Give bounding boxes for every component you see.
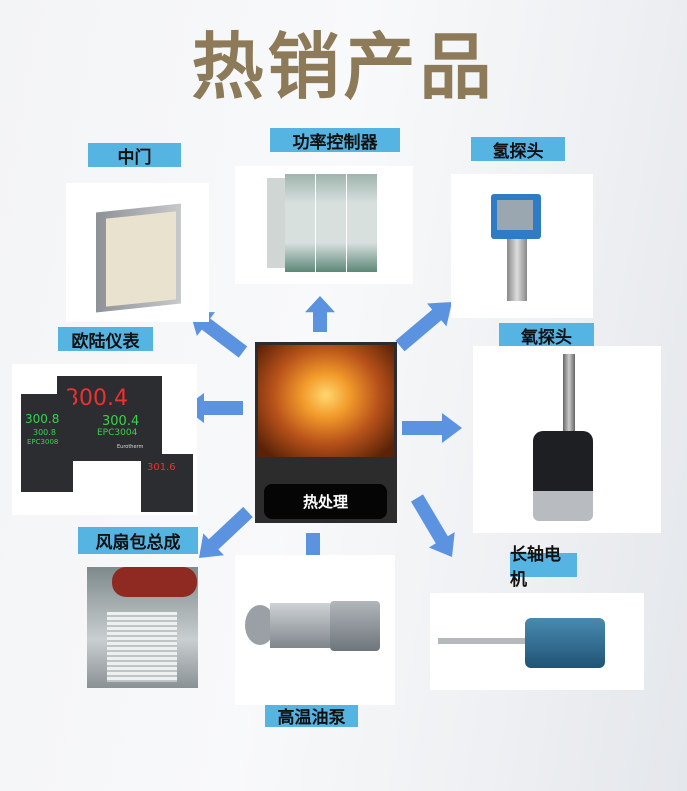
oxygen-probe-image [473, 346, 661, 533]
arrow-to-eurotherm-icon [184, 393, 243, 423]
label-long-shaft-motor: 长轴电机 [510, 545, 577, 590]
eurotherm-left-sub: 300.8 [33, 428, 56, 437]
eurotherm-brand: Eurotherm [117, 444, 144, 450]
eurotherm-main-model: EPC3004 [97, 428, 138, 438]
arrow-to-oxygen-probe-icon [402, 413, 462, 443]
heat-treatment-panel: 热处理 [255, 342, 397, 523]
eurotherm-image: 300.4 300.4 EPC3004 Eurotherm 300.8 300.… [12, 364, 197, 515]
label-eurotherm: 欧陆仪表 [58, 327, 153, 352]
label-door: 中门 [88, 143, 181, 168]
heat-treatment-button[interactable]: 热处理 [264, 484, 387, 519]
power-controller-image [235, 166, 413, 284]
eurotherm-small-display: 301.6 [147, 462, 176, 473]
fan-assembly-image [87, 567, 198, 688]
page-title: 热销产品 [191, 25, 496, 109]
arrow-to-long-shaft-motor-icon [410, 494, 455, 557]
arrow-to-power-controller-icon [305, 296, 335, 332]
arrow-to-door-icon [190, 311, 248, 358]
label-hydrogen-probe: 氢探头 [471, 137, 565, 162]
arrow-to-fan-assembly-icon [198, 506, 253, 558]
oil-pump-image [235, 555, 395, 705]
heat-treatment-photo [258, 345, 394, 457]
label-fan-assembly: 风扇包总成 [78, 527, 198, 554]
label-oxygen-probe: 氧探头 [499, 323, 594, 348]
eurotherm-main-sub: 300.4 [102, 414, 140, 429]
label-power-controller: 功率控制器 [270, 128, 400, 153]
label-oil-pump: 高温油泵 [265, 703, 358, 728]
long-shaft-motor-image [430, 593, 644, 690]
eurotherm-left-display: 300.8 [25, 412, 60, 426]
arrow-to-hydrogen-probe-icon [395, 301, 453, 352]
door-image [66, 183, 209, 322]
eurotherm-main-display: 300.4 [65, 386, 128, 411]
eurotherm-left-model: EPC3008 [27, 438, 59, 446]
hydrogen-probe-image [451, 174, 593, 318]
